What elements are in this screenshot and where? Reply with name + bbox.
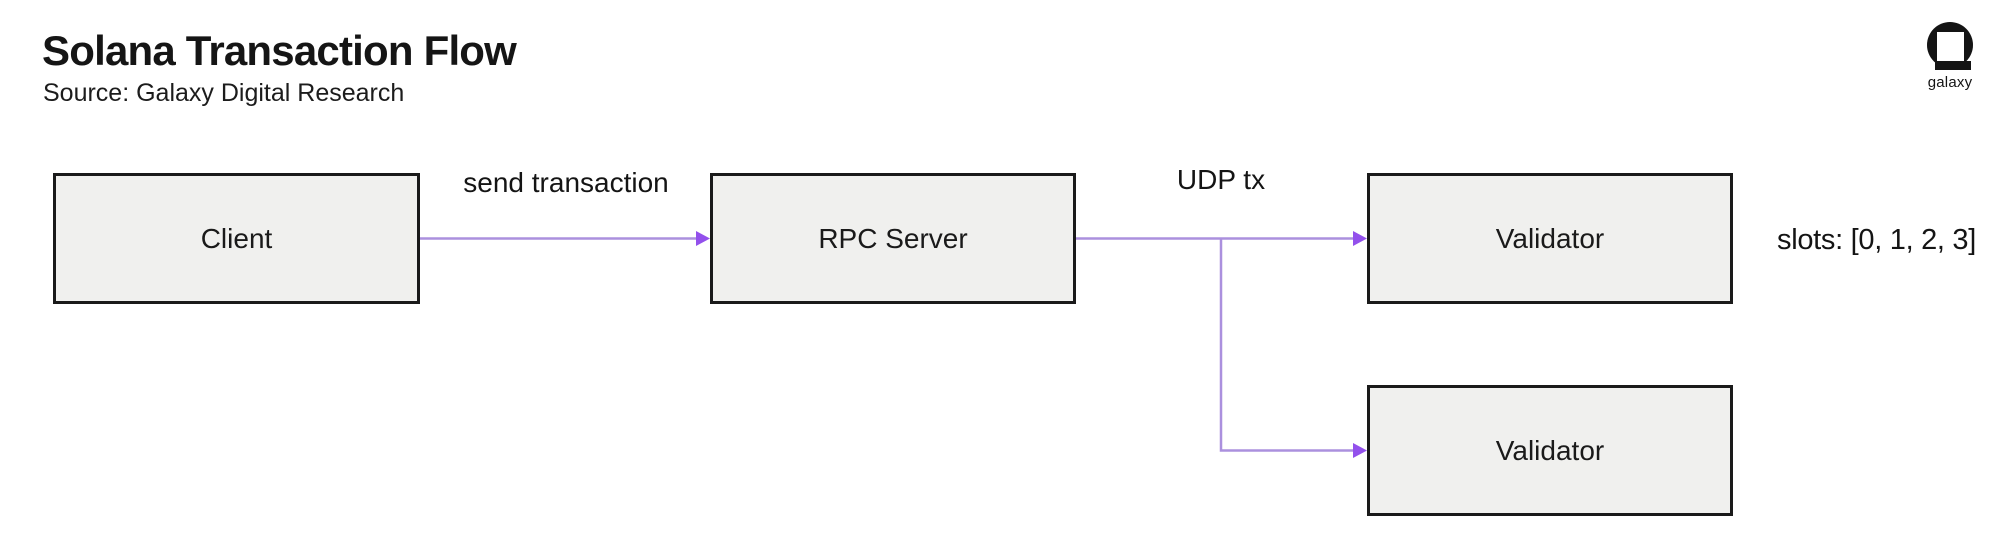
edge-label-send-transaction: send transaction [463, 167, 669, 198]
node-validator-1: Validator [1367, 173, 1733, 304]
arrow-rpc-to-validator2-head-icon [1353, 443, 1367, 458]
node-rpc-server-label: RPC Server [818, 222, 968, 254]
annotation-slots: slots: [0, 1, 2, 3] [1777, 224, 1977, 256]
arrow-rpc-to-validator2-line [1219, 238, 1354, 452]
galaxy-logo-icon [1927, 22, 1973, 70]
node-rpc-server: RPC Server [710, 173, 1076, 304]
node-client-label: Client [200, 222, 273, 254]
page-source: Source: Galaxy Digital Research [43, 79, 405, 107]
node-validator-2-label: Validator [1495, 434, 1605, 466]
node-client: Client [53, 173, 420, 304]
arrow-client-to-rpc-head-icon [696, 231, 710, 246]
arrow-rpc-to-validator1-head-icon [1353, 231, 1367, 246]
edge-label-udp-tx: UDP tx [1176, 164, 1266, 195]
node-validator-1-label: Validator [1495, 222, 1605, 254]
galaxy-logo-wordmark: galaxy [1927, 74, 1973, 91]
page-title: Solana Transaction Flow [42, 27, 517, 74]
node-validator-2: Validator [1367, 385, 1733, 516]
galaxy-logo: galaxy [1924, 21, 1976, 91]
